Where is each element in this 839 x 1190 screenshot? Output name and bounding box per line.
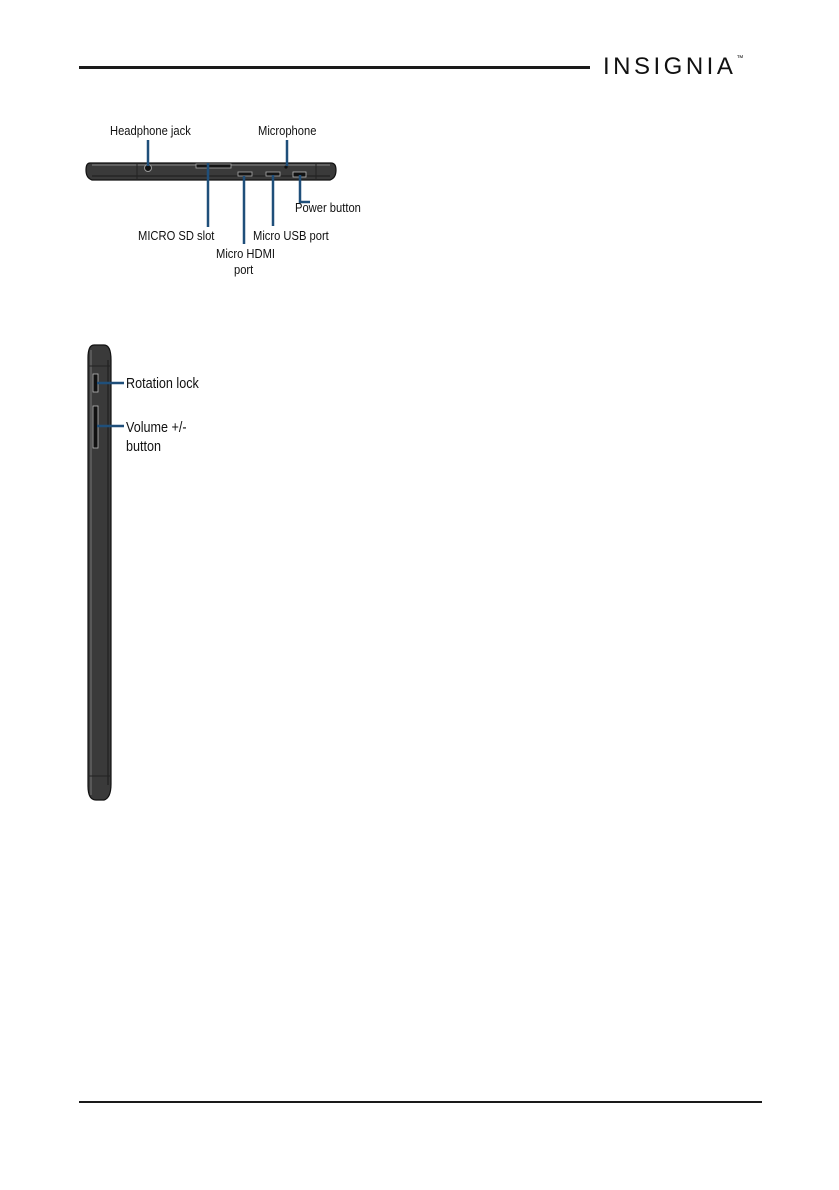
headphone-jack-label: Headphone jack: [110, 123, 191, 138]
micro-sd-slot-port: [196, 164, 231, 168]
micro-hdmi-label-line2: port: [234, 262, 253, 277]
volume-label-line2: button: [126, 438, 161, 456]
micro-sd-slot-label: MICRO SD slot: [138, 228, 214, 243]
micro-usb-port-label: Micro USB port: [253, 228, 329, 243]
volume-label-line1: Volume +/-: [126, 419, 187, 437]
micro-hdmi-port-shape: [238, 172, 252, 176]
tablet-side-edge: [88, 345, 111, 800]
microphone-label: Microphone: [258, 123, 316, 138]
power-button-label: Power button: [295, 200, 361, 215]
micro-hdmi-label-line1: Micro HDMI: [216, 246, 275, 261]
rotation-lock-label: Rotation lock: [126, 375, 199, 393]
footer-rule: [79, 1101, 762, 1103]
